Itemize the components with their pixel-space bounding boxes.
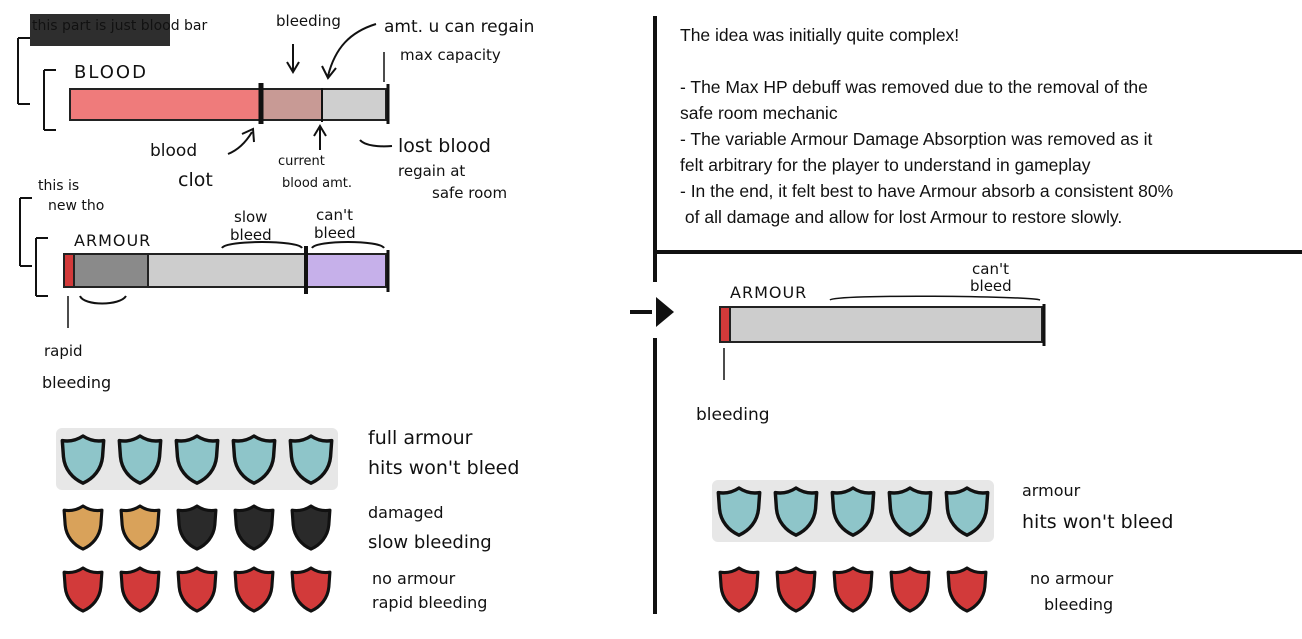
orange-shield-icon bbox=[62, 504, 104, 551]
transition-arrow-icon bbox=[630, 297, 674, 327]
new-note-line1: this is bbox=[38, 178, 79, 194]
lost-connector bbox=[359, 139, 393, 148]
right-legend-armour-line2: hits won't bleed bbox=[1022, 511, 1173, 533]
armour-title: ARMOUR bbox=[74, 231, 151, 250]
scribble-out-mark bbox=[30, 14, 170, 46]
legend-damaged-line1: damaged bbox=[368, 503, 444, 522]
right-legend-none-line2: bleeding bbox=[1044, 595, 1113, 614]
label-lost-line1: lost blood bbox=[398, 135, 491, 157]
label-bleeding: bleeding bbox=[276, 12, 341, 30]
right-legend-none-line1: no armour bbox=[1030, 569, 1114, 588]
red-shield-icon bbox=[176, 566, 218, 613]
legend-full-line2: hits won't bleed bbox=[368, 457, 519, 479]
blood-fill-segment bbox=[69, 88, 261, 121]
black-shield-icon bbox=[176, 504, 218, 551]
black-shield-icon bbox=[233, 504, 275, 551]
label-slow-line2: bleed bbox=[230, 226, 272, 244]
red-shield-icon bbox=[62, 566, 104, 613]
label-lost-line3: safe room bbox=[432, 184, 507, 202]
red-shield-icon bbox=[889, 566, 931, 613]
notes-bullet3-line2: of all damage and allow for lost Armour … bbox=[680, 207, 1123, 227]
right-label-cant-line1: can't bbox=[972, 260, 1009, 278]
red-shield-icon bbox=[832, 566, 874, 613]
label-regain-line1: amt. u can regain bbox=[384, 17, 534, 37]
left-shield-legend: full armour hits won't bleed damaged slo… bbox=[56, 427, 519, 613]
red-shield-icon bbox=[775, 566, 817, 613]
label-cant-line1: can't bbox=[316, 206, 353, 224]
clot-arrow bbox=[227, 127, 255, 155]
current-arrow bbox=[313, 124, 327, 150]
armour-section: this is new tho ARMOUR slow bleed can't … bbox=[19, 178, 390, 392]
right-armour-section: ARMOUR can't bleed bleeding bbox=[696, 260, 1046, 425]
regain-arrow bbox=[321, 23, 377, 80]
label-clot-line1: blood bbox=[150, 141, 197, 161]
armour-bracket bbox=[19, 197, 48, 297]
legend-damaged-line2: slow bleeding bbox=[368, 532, 492, 553]
label-current-line1: current bbox=[278, 154, 325, 169]
blood-lost-segment bbox=[321, 88, 387, 121]
right-armour-fill bbox=[729, 306, 1043, 343]
black-shield-icon bbox=[290, 504, 332, 551]
left-shield-row-none bbox=[62, 566, 332, 613]
blood-bracket bbox=[17, 37, 56, 131]
red-shield-icon bbox=[718, 566, 760, 613]
bleeding-arrow bbox=[286, 44, 300, 74]
right-armour-bleed-segment bbox=[719, 306, 731, 343]
notes-bullet1-line2: safe room mechanic bbox=[680, 103, 838, 123]
red-shield-icon bbox=[233, 566, 275, 613]
right-label-cant-line2: bleed bbox=[970, 277, 1012, 295]
right-legend-armour-line1: armour bbox=[1022, 481, 1081, 500]
label-current-line2: blood amt. bbox=[282, 176, 352, 191]
rapid-brace bbox=[79, 295, 127, 305]
notes-heading: The idea was initially quite complex! bbox=[680, 25, 960, 45]
notes-bullet1-line1: - The Max HP debuff was removed due to t… bbox=[680, 77, 1148, 97]
right-shield-row-none bbox=[718, 566, 988, 613]
armour-slow-segment bbox=[147, 253, 307, 288]
label-lost-line2: regain at bbox=[398, 162, 465, 180]
armour-dark-segment bbox=[73, 253, 149, 288]
blood-title: BLOOD bbox=[74, 62, 148, 83]
label-rapid-line1: rapid bbox=[44, 342, 83, 360]
legend-full-line1: full armour bbox=[368, 427, 473, 449]
right-armour-title: ARMOUR bbox=[730, 283, 807, 302]
right-label-bleeding: bleeding bbox=[696, 405, 770, 425]
design-notes: The idea was initially quite complex! - … bbox=[680, 22, 1300, 230]
new-note-line2: new tho bbox=[48, 198, 104, 214]
red-shield-icon bbox=[290, 566, 332, 613]
slow-brace bbox=[221, 241, 303, 249]
notes-spacer bbox=[680, 48, 1300, 74]
notes-bullet2-line2: felt arbitrary for the player to underst… bbox=[680, 155, 1091, 175]
legend-none-line2: rapid bleeding bbox=[372, 593, 487, 612]
label-cant-line2: bleed bbox=[314, 224, 356, 242]
red-shield-icon bbox=[119, 566, 161, 613]
notes-bullet3-line1: - In the end, it felt best to have Armou… bbox=[680, 181, 1174, 201]
armour-noblead-segment bbox=[305, 253, 387, 288]
blood-current-segment bbox=[261, 88, 323, 121]
right-cant-brace bbox=[829, 295, 1041, 301]
label-slow-line1: slow bbox=[234, 208, 267, 226]
right-shield-legend: armour hits won't bleed no armour bleedi… bbox=[712, 480, 1173, 614]
legend-none-line1: no armour bbox=[372, 569, 456, 588]
label-regain-line2: max capacity bbox=[400, 46, 501, 64]
blood-section: this part is just blood bar BLOOD bleedi… bbox=[17, 12, 534, 202]
label-clot-line2: clot bbox=[178, 169, 213, 191]
cant-brace bbox=[311, 241, 385, 249]
red-shield-icon bbox=[946, 566, 988, 613]
armour-rapid-segment bbox=[63, 253, 75, 288]
label-rapid-line2: bleeding bbox=[42, 373, 111, 392]
orange-shield-icon bbox=[119, 504, 161, 551]
left-shield-row-damaged bbox=[62, 504, 332, 551]
notes-bullet2-line1: - The variable Armour Damage Absorption … bbox=[680, 129, 1153, 149]
